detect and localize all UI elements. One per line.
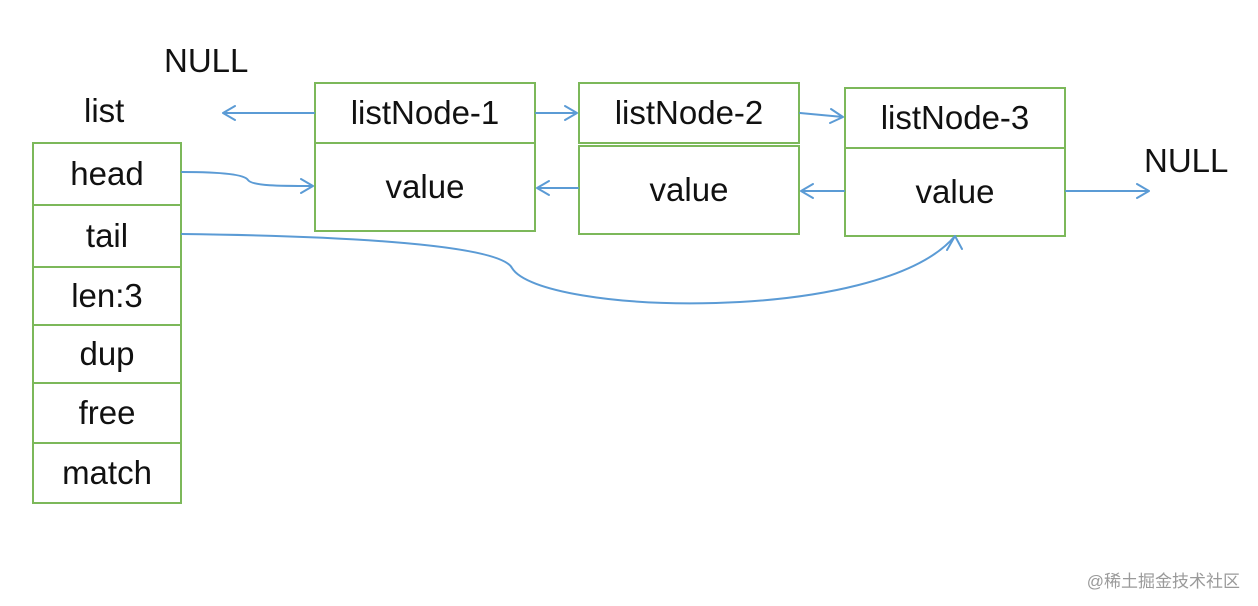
node-1-next-arrow [535, 105, 578, 121]
node-1-value: value [314, 142, 536, 232]
null-right-label: NULL [1144, 142, 1229, 179]
head-pointer-arrow [181, 171, 314, 194]
null-left-label: NULL [164, 42, 249, 79]
node-3-next-arrow [1065, 183, 1150, 199]
node-1-name: listNode-1 [314, 82, 536, 144]
node-2-next-arrow [799, 108, 844, 124]
list-title: list [84, 92, 125, 129]
node-3-prev-arrow [800, 183, 845, 199]
node-3-name: listNode-3 [844, 87, 1066, 149]
list-field-match: match [32, 442, 182, 504]
node-2-value: value [578, 145, 800, 235]
list-field-dup: dup [32, 324, 182, 384]
node-1-prev-arrow [222, 105, 315, 121]
list-field-len: len:3 [32, 266, 182, 326]
node-2-prev-arrow [536, 180, 579, 196]
node-2-name: listNode-2 [578, 82, 800, 144]
watermark: @稀土掘金技术社区 [1086, 572, 1240, 591]
list-field-free: free [32, 382, 182, 444]
tail-pointer-arrow [181, 233, 963, 305]
